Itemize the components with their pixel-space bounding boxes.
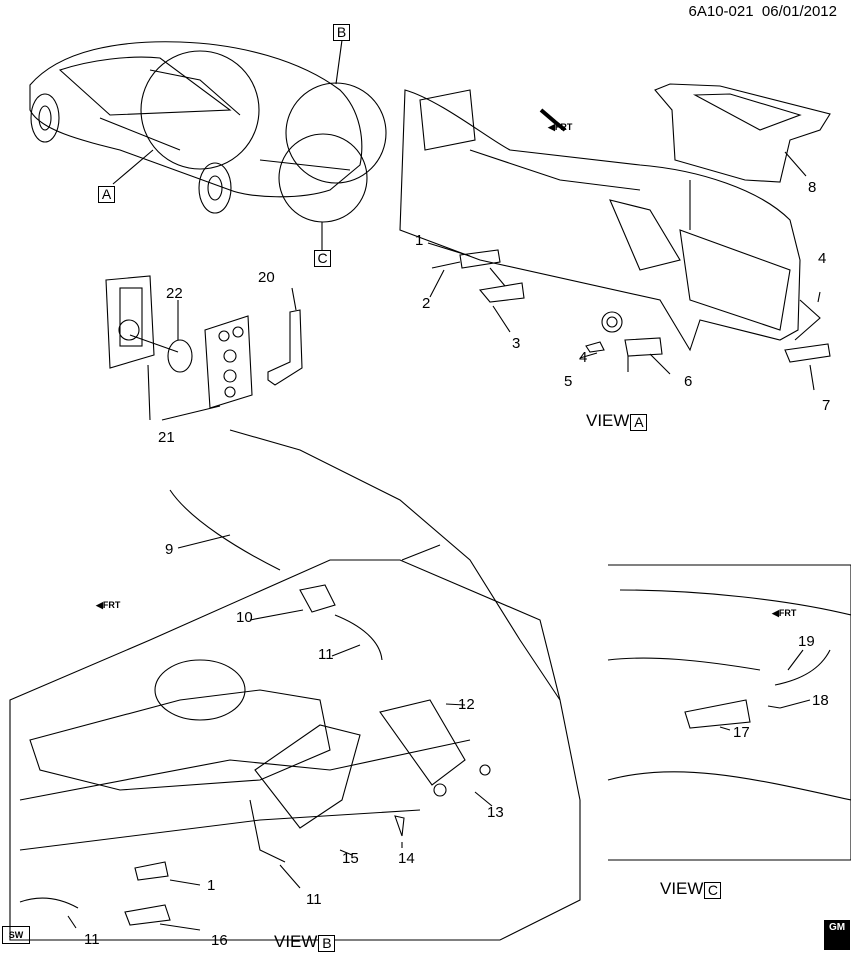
frt-indicator-a: ◀FRT	[548, 122, 573, 132]
part-number: 20	[258, 269, 275, 286]
part-number: 19	[798, 633, 815, 650]
part-number: 1	[415, 232, 424, 249]
key-fob-illustration	[105, 275, 303, 409]
callout-box-b: B	[333, 24, 350, 41]
part-number: 4	[818, 250, 827, 267]
view-c-illustration	[607, 564, 851, 861]
part-number: 5	[564, 373, 573, 390]
part-number: 3	[512, 335, 521, 352]
frt-indicator-c: ◀FRT	[772, 608, 797, 618]
diagram-date: 06/01/2012	[761, 3, 837, 20]
part-number: 7	[822, 397, 831, 414]
callout-box-a: A	[98, 186, 115, 203]
part-number: 16	[211, 932, 228, 949]
frt-indicator-b: ◀FRT	[96, 600, 121, 610]
part-number: 10	[236, 609, 253, 626]
part-number: 8	[808, 179, 817, 196]
part-number: 15	[342, 850, 359, 867]
part-number: 4	[579, 349, 588, 366]
diagram-id: 6A10-021	[688, 3, 754, 20]
callout-box-c: C	[314, 250, 331, 267]
part-number: 17	[733, 724, 750, 741]
part-number: 22	[166, 285, 183, 302]
sw-badge: SW	[2, 926, 30, 944]
gm-logo: GM	[824, 920, 850, 950]
part-number: 11	[318, 646, 334, 663]
part-number: 6	[684, 373, 693, 390]
part-number: 11	[84, 931, 100, 948]
view-a-console-illustration	[399, 83, 831, 363]
part-number: 2	[422, 295, 431, 312]
part-number: 12	[458, 696, 475, 713]
callout-circle-c	[278, 133, 368, 223]
car-overview-illustration	[29, 41, 363, 214]
part-number: 9	[165, 541, 174, 558]
view-b-rear-illustration	[9, 429, 581, 941]
part-number: 1	[207, 877, 216, 894]
part-number: 21	[158, 429, 175, 446]
part-number: 11	[306, 891, 322, 908]
part-number: 13	[487, 804, 504, 821]
diagram-header: 6A10-021 06/01/2012	[689, 4, 837, 19]
part-number: 18	[812, 692, 829, 709]
part-number: 14	[398, 850, 415, 867]
callout-circle-a	[140, 50, 260, 170]
